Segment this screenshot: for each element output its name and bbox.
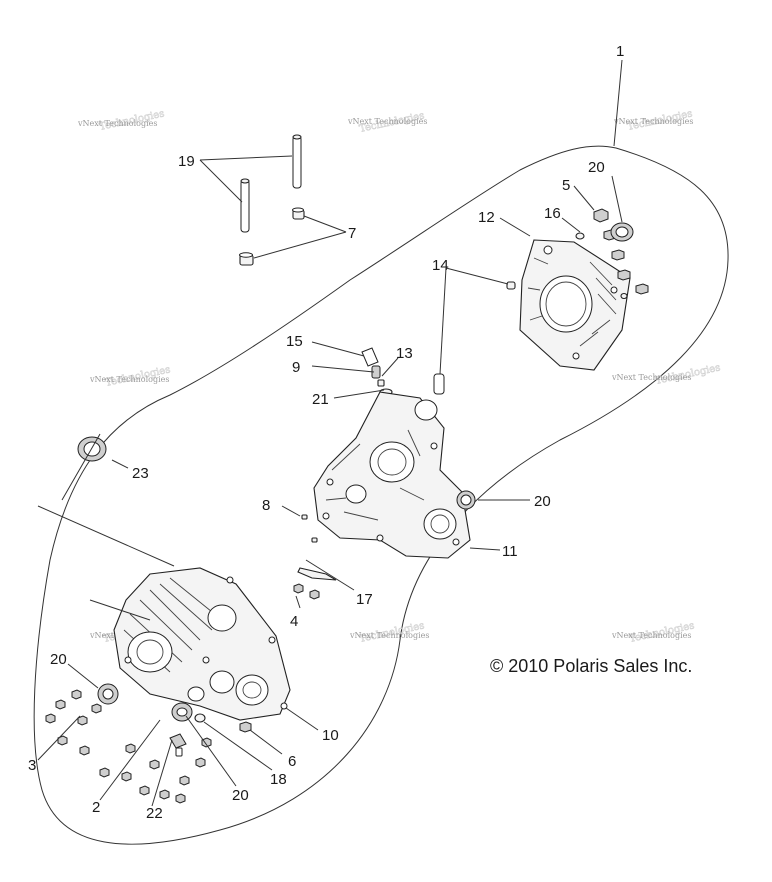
copyright-notice: © 2010 Polaris Sales Inc. <box>490 656 692 676</box>
callout-number: 17 <box>356 591 373 608</box>
oil-seal-gear-cover <box>97 683 119 705</box>
watermark: vNext Technologies <box>611 373 691 382</box>
callout-number: 10 <box>322 727 339 744</box>
oil-seal-crankcase <box>456 490 476 510</box>
crankcase-bolts <box>293 583 320 600</box>
seal-and-washer-lower <box>171 702 206 723</box>
alignment-dowels <box>433 281 516 395</box>
mounting-bracket <box>297 567 337 581</box>
callout-number: 2 <box>92 799 100 816</box>
callout-number: 18 <box>270 771 287 788</box>
callout-number: 5 <box>562 177 570 194</box>
callout-number: 20 <box>232 787 249 804</box>
cover-bolt <box>239 721 252 733</box>
callout-number: 3 <box>28 757 36 774</box>
callout-number: 16 <box>544 205 561 222</box>
watermark: vNext Technologies <box>347 117 427 126</box>
watermark: vNext Technologies <box>613 117 693 126</box>
watermark: vNext Technologies <box>611 631 691 640</box>
oil-seal-top <box>610 222 634 242</box>
callout-number: 13 <box>396 345 413 362</box>
watermark: vNext Technologies <box>77 119 157 128</box>
watermark: vNext Technologies <box>89 375 169 384</box>
assembly-boundary <box>33 145 729 845</box>
callout-number: 4 <box>290 613 298 630</box>
bearing-plate <box>519 239 631 371</box>
callout-number: 20 <box>50 651 67 668</box>
speed-sensor <box>169 733 187 757</box>
callout-number: 20 <box>534 493 551 510</box>
callout-number: 6 <box>288 753 296 770</box>
locating-pins <box>301 514 318 543</box>
callout-number: 11 <box>502 543 518 560</box>
main-crankcase <box>313 391 471 559</box>
watermark: vNext Technologies <box>349 631 429 640</box>
leader-lines <box>37 59 623 807</box>
bushing-pair <box>239 207 305 266</box>
cover-bolt-set <box>45 689 212 804</box>
callout-number: 1 <box>616 43 624 60</box>
callout-number: 19 <box>178 153 195 170</box>
callout-number: 9 <box>292 359 300 376</box>
callout-number: 7 <box>348 225 356 242</box>
watermark-layer: Technologies vNext Technologies Technolo… <box>77 108 722 645</box>
callout-number: 21 <box>312 391 329 408</box>
callout-number: 20 <box>588 159 605 176</box>
callout-number: 15 <box>286 333 303 350</box>
gear-cover <box>113 567 291 721</box>
oil-seal-left <box>77 436 107 462</box>
callout-number: 23 <box>132 465 149 482</box>
dowel-pin-pair <box>240 134 302 233</box>
callout-number: 8 <box>262 497 270 514</box>
callout-number: 22 <box>146 805 163 822</box>
callout-number: 14 <box>432 257 449 274</box>
callout-number: 12 <box>478 209 495 226</box>
callout-labels: 1 19 7 5 20 16 12 14 15 13 9 21 23 8 20 … <box>28 43 624 822</box>
